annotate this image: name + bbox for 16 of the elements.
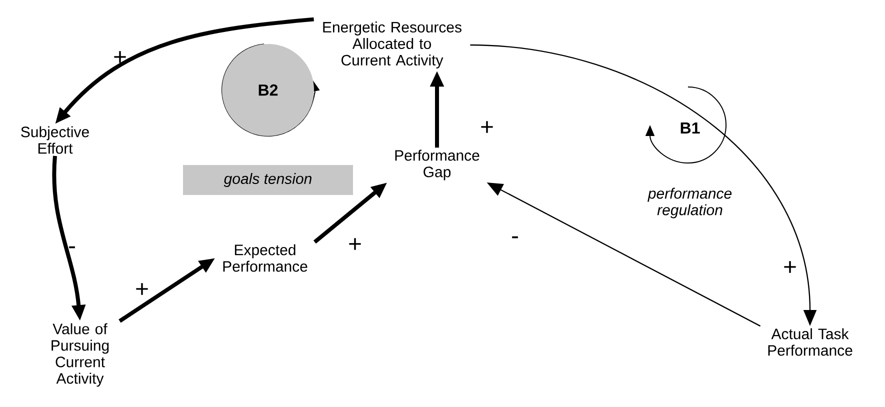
polarity-sign: - xyxy=(512,236,518,238)
variable-label: Performance Gap xyxy=(395,150,480,180)
variable-label: Energetic Resources Allocated to Current Activity xyxy=(323,22,462,68)
loop-name: B1 xyxy=(680,122,700,134)
variable-label: Value of Pursuing Current Activity xyxy=(52,323,109,387)
variable-label: Subjective Effort xyxy=(21,126,89,154)
polarity-sign: + xyxy=(114,51,126,63)
loop-label: performance regulation xyxy=(648,188,732,218)
polarity-sign: + xyxy=(481,121,493,133)
polarity-sign: + xyxy=(784,261,796,273)
polarity-sign: + xyxy=(349,238,361,250)
variable-label: Actual Task Performance xyxy=(768,328,852,356)
loop-label: goals tension xyxy=(183,165,353,195)
variable-label: Expected Performance xyxy=(223,244,308,272)
polarity-sign: + xyxy=(136,283,148,295)
polarity-sign: - xyxy=(69,246,75,248)
